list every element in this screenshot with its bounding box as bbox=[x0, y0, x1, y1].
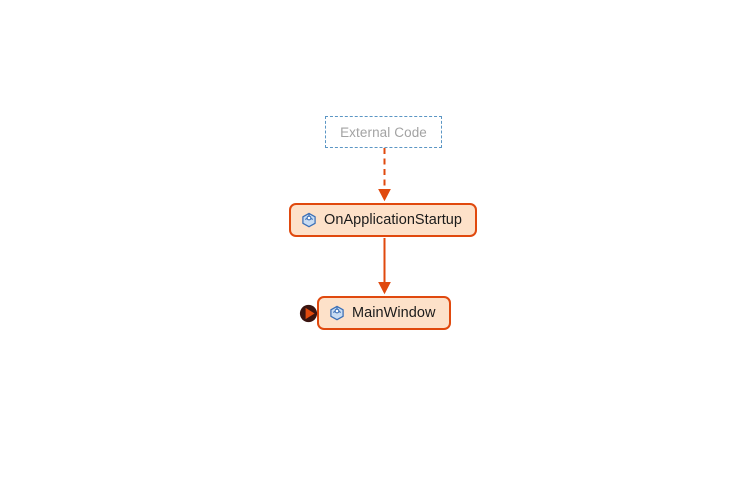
method-cube-icon bbox=[302, 212, 316, 228]
method-cube-icon bbox=[330, 305, 344, 321]
node-on-application-startup[interactable]: OnApplicationStartup bbox=[289, 203, 477, 237]
node-main-window-label: MainWindow bbox=[352, 305, 436, 321]
node-on-application-startup-label: OnApplicationStartup bbox=[324, 212, 463, 228]
node-external-code-label: External Code bbox=[340, 124, 427, 140]
node-main-window[interactable]: MainWindow bbox=[317, 296, 451, 330]
current-statement-marker[interactable] bbox=[299, 304, 318, 323]
node-external-code[interactable]: External Code bbox=[325, 116, 442, 148]
